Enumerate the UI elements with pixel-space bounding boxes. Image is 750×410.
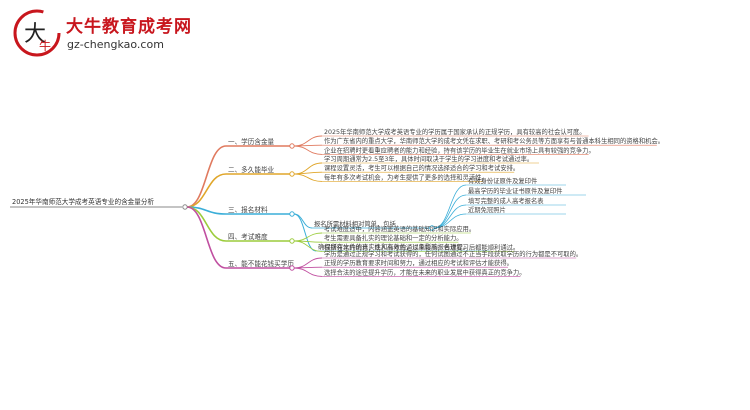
leaf-item: 填写完整的成人高考报名表 bbox=[468, 196, 544, 205]
root-topic: 2025年华南师范大学成考英语专业的含金量分析 bbox=[12, 197, 154, 206]
leaf-item: 学习周期通常为2.5至3年，具体时间取决于学生的学习进度和考试通过率。 bbox=[324, 154, 533, 163]
leaf-item: 2025年华南师范大学成考英语专业的学历属于国家承认的正规学历，具有较高的社会认… bbox=[324, 127, 586, 136]
node-dot bbox=[289, 143, 295, 149]
connector-line bbox=[433, 204, 467, 229]
leaf-item: 考生需要具备扎实的理论基础和一定的分析能力。 bbox=[324, 233, 463, 242]
connector-line bbox=[433, 184, 467, 229]
connector-line bbox=[186, 145, 227, 208]
connector-line bbox=[186, 173, 227, 208]
connector-line bbox=[293, 213, 317, 252]
branch-label-1: 一、学历含金量 bbox=[228, 137, 275, 146]
leaf-item: 选择合法的途径提升学历，才能在未来的职业发展中获得真正的竞争力。 bbox=[324, 267, 526, 276]
connector-line bbox=[293, 267, 323, 277]
leaf-item: 正规的学历教育要求时间和努力，通过相应的考试和评估才能获得。 bbox=[324, 258, 513, 267]
node-dot bbox=[289, 211, 295, 217]
branch-label-3: 三、报名材料 bbox=[228, 205, 268, 214]
site-logo[interactable]: 大 牛 大牛教育成考网 gz-chengkao.com bbox=[12, 8, 202, 60]
bull-logo-icon: 大 牛 bbox=[13, 9, 61, 57]
connector-line bbox=[293, 145, 323, 155]
svg-text:大: 大 bbox=[24, 22, 46, 47]
branch-label-4: 四、考试难度 bbox=[228, 232, 268, 241]
leaf-item: 作为广东省内的重点大学，华南师范大学的成考文凭在求职、考研和考公务员等方面享有与… bbox=[324, 136, 664, 145]
connector-line bbox=[433, 213, 467, 229]
node-dot bbox=[289, 265, 295, 271]
node-dot bbox=[182, 204, 188, 210]
leaf-item: 课程设置灵活，考生可以根据自己的情况选择适合的学习和考试安排。 bbox=[324, 163, 519, 172]
connector-line bbox=[293, 257, 323, 269]
leaf-item: 考试难度适中，内容涵盖英语的基础知识和实际应用。 bbox=[324, 224, 475, 233]
branch-label-5: 五、能不能花钱买学历 bbox=[228, 259, 294, 268]
connector-line bbox=[186, 206, 227, 269]
leaf-item: 学历是通过正规学习和考试获得的，任何试图通过不正当手段获取学历的行为都是不可取的… bbox=[324, 249, 582, 258]
svg-text:牛: 牛 bbox=[39, 38, 51, 53]
node-dot bbox=[289, 171, 295, 177]
leaf-item: 每年有多次考试机会，为考生提供了更多的选择和灵活性。 bbox=[324, 172, 488, 181]
leaf-item: 有效身份证原件及复印件 bbox=[468, 176, 537, 185]
connector-line bbox=[293, 173, 323, 182]
connector-line bbox=[433, 194, 467, 229]
branch-label-2: 二、多久能毕业 bbox=[228, 165, 275, 174]
leaf-item: 根据往年的统计，成人高考的通过率较高，合理复习后都能顺利通过。 bbox=[324, 242, 519, 251]
node-dot bbox=[289, 238, 295, 244]
brand-name: 大牛教育成考网 bbox=[66, 17, 192, 37]
leaf-item: 确保所有文件的真实性和有效性，以免影响报名进程。 bbox=[318, 242, 469, 251]
connector-line bbox=[293, 240, 323, 252]
sub-branch-label: 报名所需材料相对简单，包括 bbox=[314, 219, 397, 228]
brand-url: gz-chengkao.com bbox=[67, 38, 164, 51]
connector-line bbox=[293, 135, 323, 147]
leaf-item: 企业在招聘时更看重应聘者的能力和经验，持有该学历的毕业生在就业市场上具有较强的竞… bbox=[324, 145, 595, 154]
leaf-item: 近期免冠照片 bbox=[468, 205, 506, 214]
connector-line bbox=[293, 232, 323, 242]
leaf-item: 最高学历的毕业证书原件及复印件 bbox=[468, 186, 562, 195]
